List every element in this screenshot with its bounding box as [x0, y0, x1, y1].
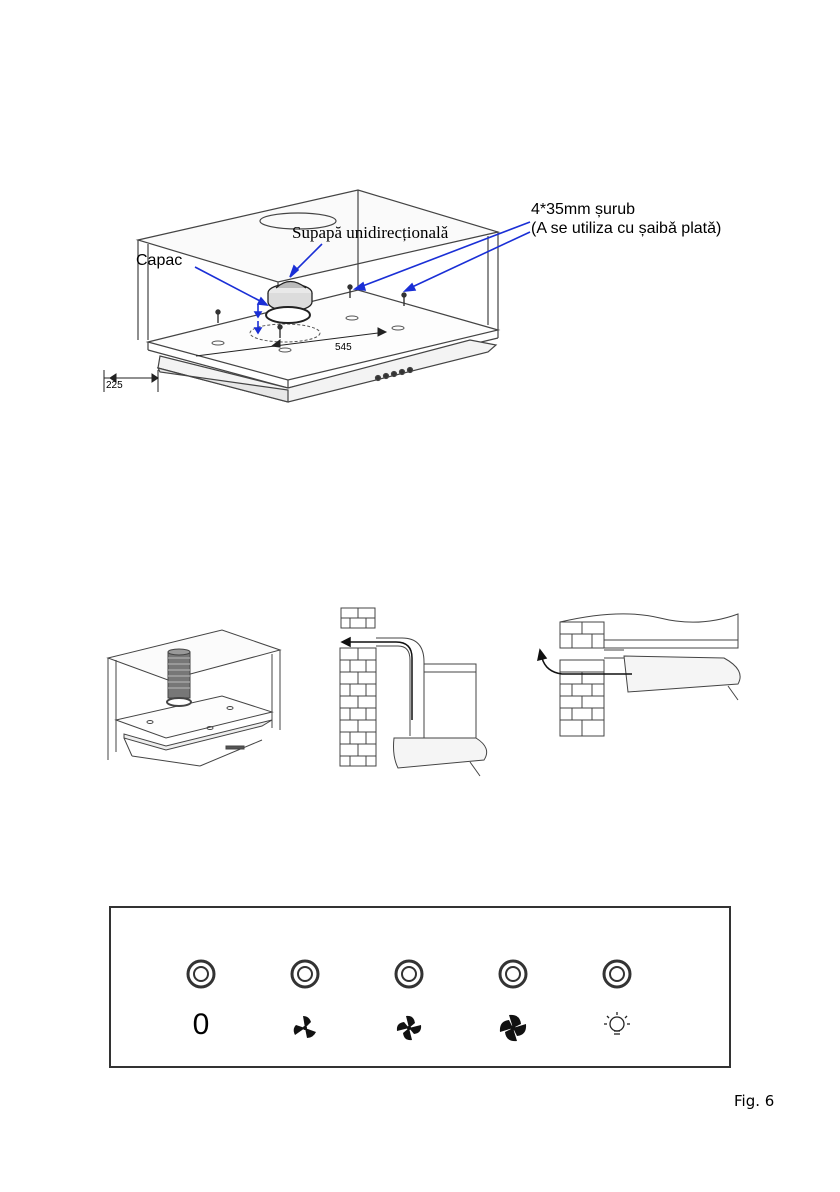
speed-3-button	[500, 961, 526, 987]
fan-speed-2-icon	[397, 1016, 421, 1040]
valve-label: Supapă unidirecționalǎ	[292, 224, 448, 241]
screw-label-line2: (A se utiliza cu șaibǎ platǎ)	[531, 221, 721, 237]
width-dimension: 545	[335, 343, 352, 353]
installation-diagram: Supapă unidirecționalǎ Capac 4*35mm șuru…	[0, 0, 840, 420]
fan-speed-3-icon	[500, 1015, 526, 1041]
wall-vertical-exhaust-diagram	[340, 608, 487, 776]
light-bulb-icon	[604, 1012, 630, 1034]
duct-diagrams	[0, 600, 840, 790]
off-button	[188, 961, 214, 987]
speed-1-button	[292, 961, 318, 987]
wall-horizontal-exhaust-diagram	[560, 614, 740, 736]
figure-caption: Fig. 6	[734, 1094, 774, 1109]
one-way-valve	[266, 282, 312, 324]
cabinet-duct-diagram	[108, 630, 280, 766]
cap-label: Capac	[136, 253, 182, 269]
airflow-arrow-horizontal	[538, 650, 632, 674]
screw-label-line1: 4*35mm șurub	[531, 202, 635, 218]
off-icon: 0	[189, 1010, 213, 1040]
speed-2-button	[396, 961, 422, 987]
light-button	[604, 961, 630, 987]
depth-dimension: 225	[106, 381, 123, 391]
control-panel: 0	[109, 906, 731, 1068]
fan-speed-1-icon	[294, 1016, 316, 1038]
control-buttons	[188, 961, 630, 987]
